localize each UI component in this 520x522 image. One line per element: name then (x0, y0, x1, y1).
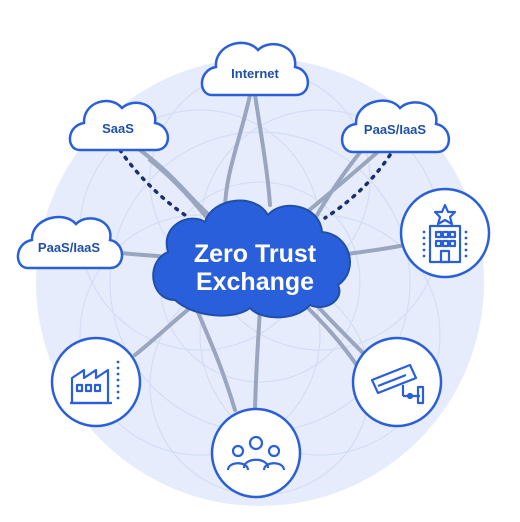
cloud-internet: Internet (200, 41, 310, 97)
building-icon (428, 203, 462, 264)
cloud-paas-left: PaaS/IaaS (16, 215, 124, 270)
cloud-paas-right: PaaS/IaaS (340, 99, 451, 154)
node-users (210, 407, 302, 499)
factory-icon (70, 368, 112, 405)
hub-title-line1: Zero Trust (194, 240, 317, 268)
zero-trust-exchange-hub: Zero Trust Exchange (152, 199, 351, 319)
dotted-saas (118, 148, 187, 217)
dotted-connectors (118, 148, 392, 220)
node-factory (50, 336, 142, 428)
node-branch-office (399, 187, 491, 279)
cloud-saas: SaaS (68, 99, 170, 152)
users-icon (226, 435, 286, 471)
hub-title-line2: Exchange (196, 268, 314, 296)
cloud-internet-label: Internet (231, 66, 279, 81)
cloud-paas-left-label: PaaS/IaaS (38, 240, 100, 255)
connector-internet-2 (253, 93, 272, 207)
connector-internet (223, 93, 252, 212)
connector-camera (303, 303, 362, 372)
dotted-paas-right (323, 153, 392, 220)
cloud-saas-label: SaaS (102, 121, 134, 136)
connector-users (253, 308, 262, 412)
security-camera-icon (370, 363, 425, 405)
cloud-paas-right-label: PaaS/IaaS (364, 122, 426, 137)
node-iot-camera (351, 336, 443, 428)
